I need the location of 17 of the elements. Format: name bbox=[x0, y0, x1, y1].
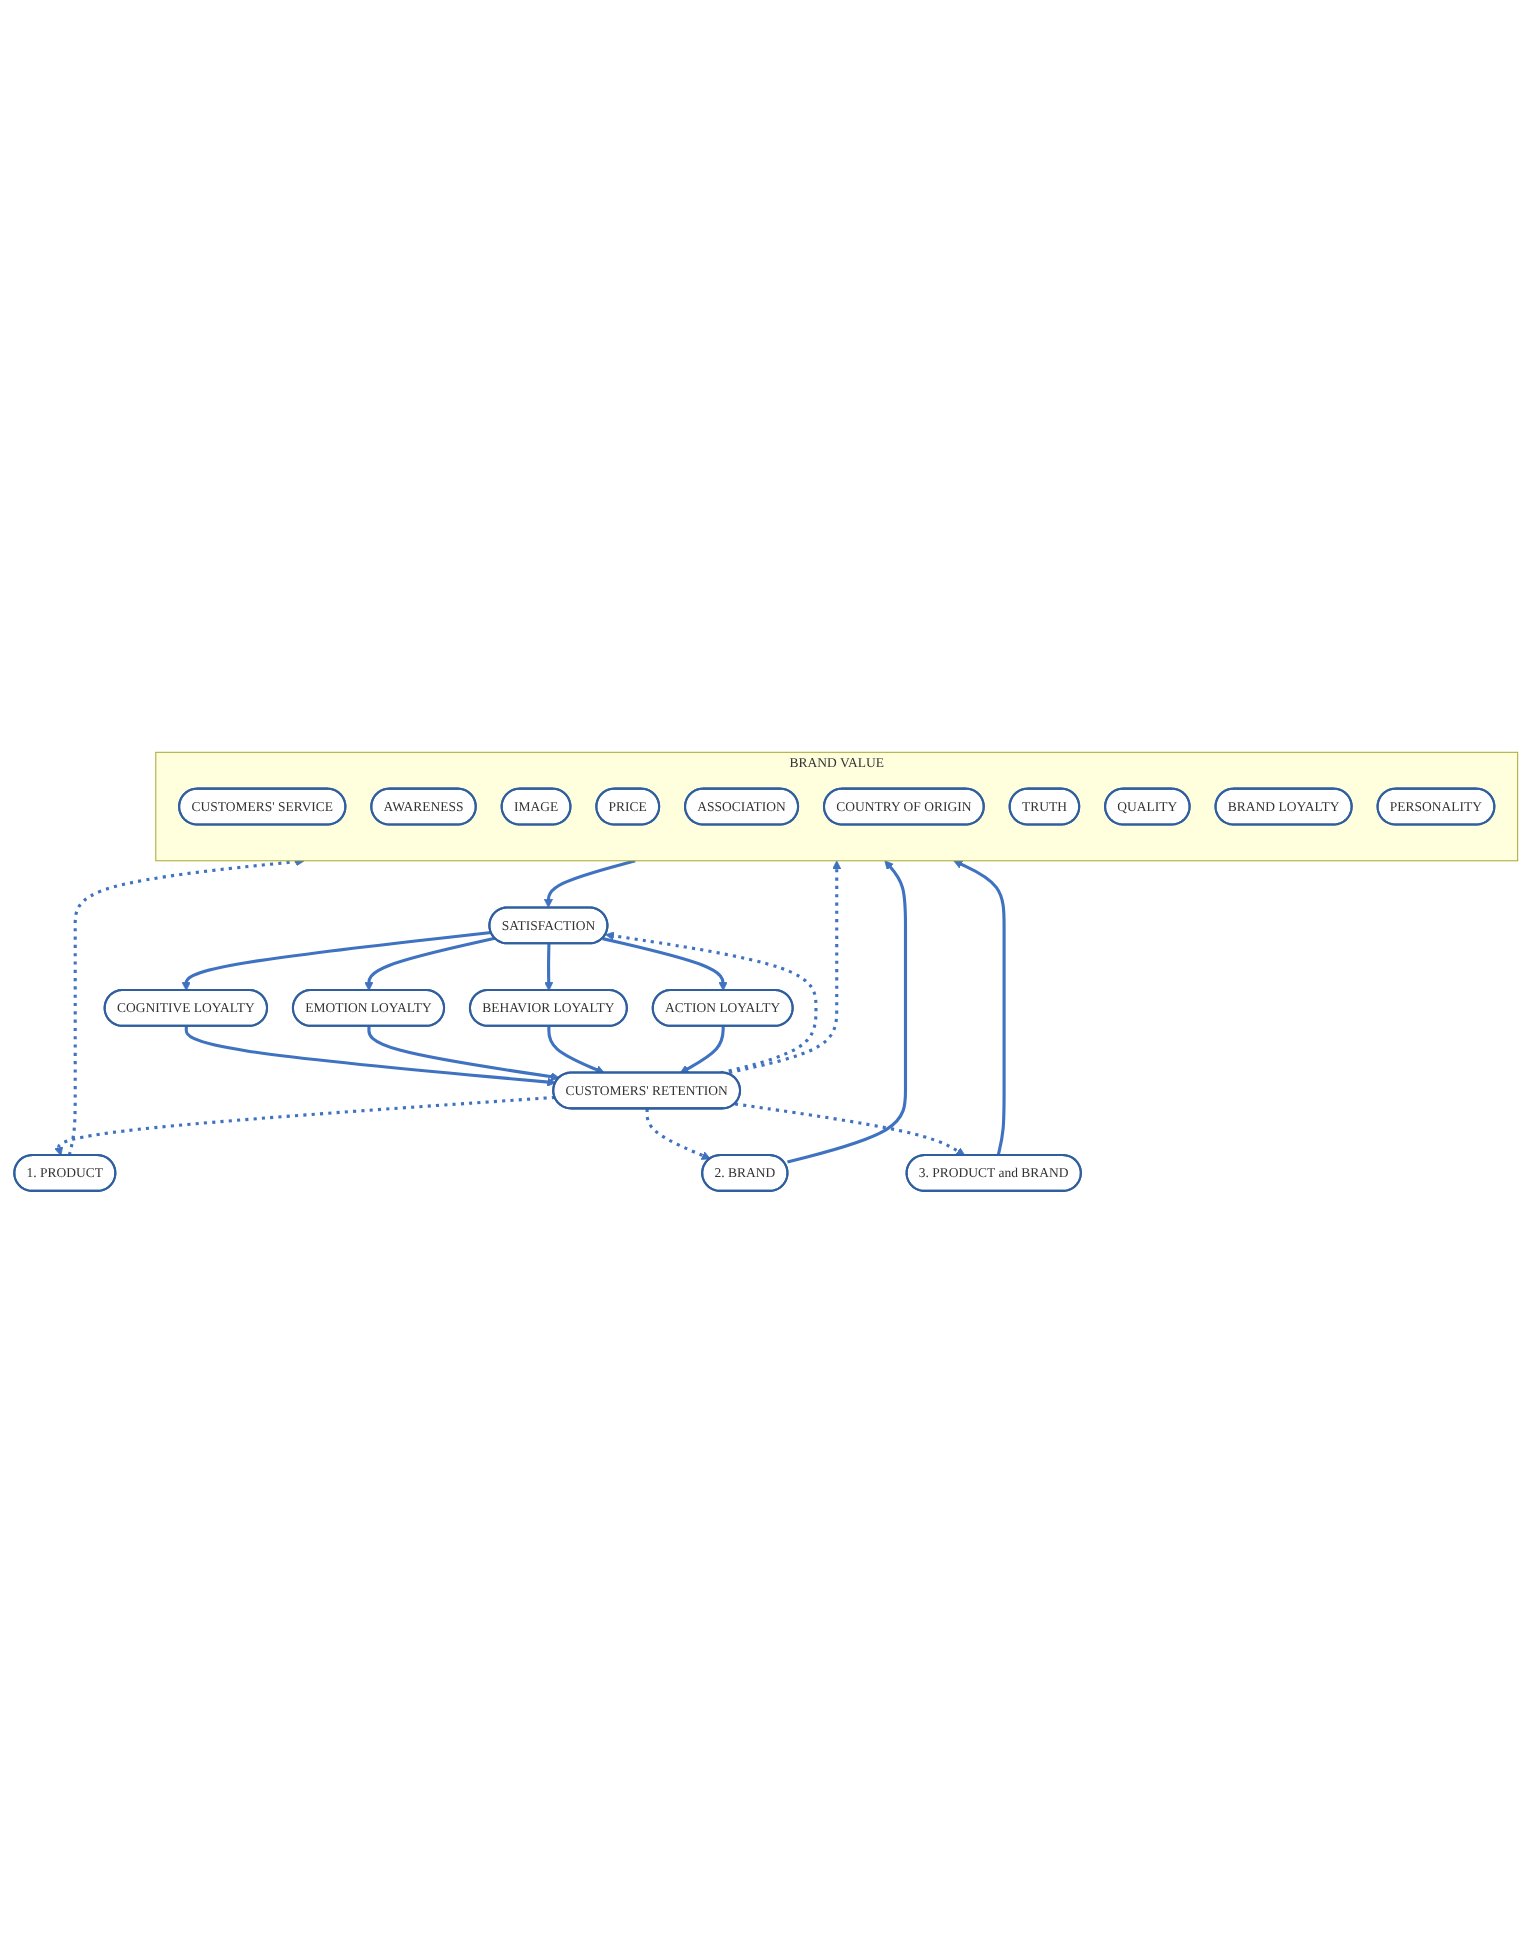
arrow bbox=[679, 1026, 725, 1074]
arrow bbox=[728, 860, 842, 1075]
arrow bbox=[67, 857, 305, 1156]
arrow bbox=[364, 937, 496, 992]
arrow bbox=[367, 1026, 560, 1082]
arrow bbox=[54, 1096, 556, 1157]
arrow bbox=[184, 1026, 557, 1087]
arrow bbox=[544, 944, 554, 992]
arrow bbox=[602, 937, 728, 992]
arrow bbox=[543, 859, 636, 909]
arrow bbox=[547, 1026, 605, 1075]
arrow bbox=[734, 1102, 966, 1157]
arrow bbox=[181, 931, 492, 992]
arrow bbox=[953, 860, 1006, 1156]
arrow bbox=[645, 1109, 711, 1161]
arrow bbox=[787, 860, 908, 1164]
arrow bbox=[605, 931, 818, 1075]
